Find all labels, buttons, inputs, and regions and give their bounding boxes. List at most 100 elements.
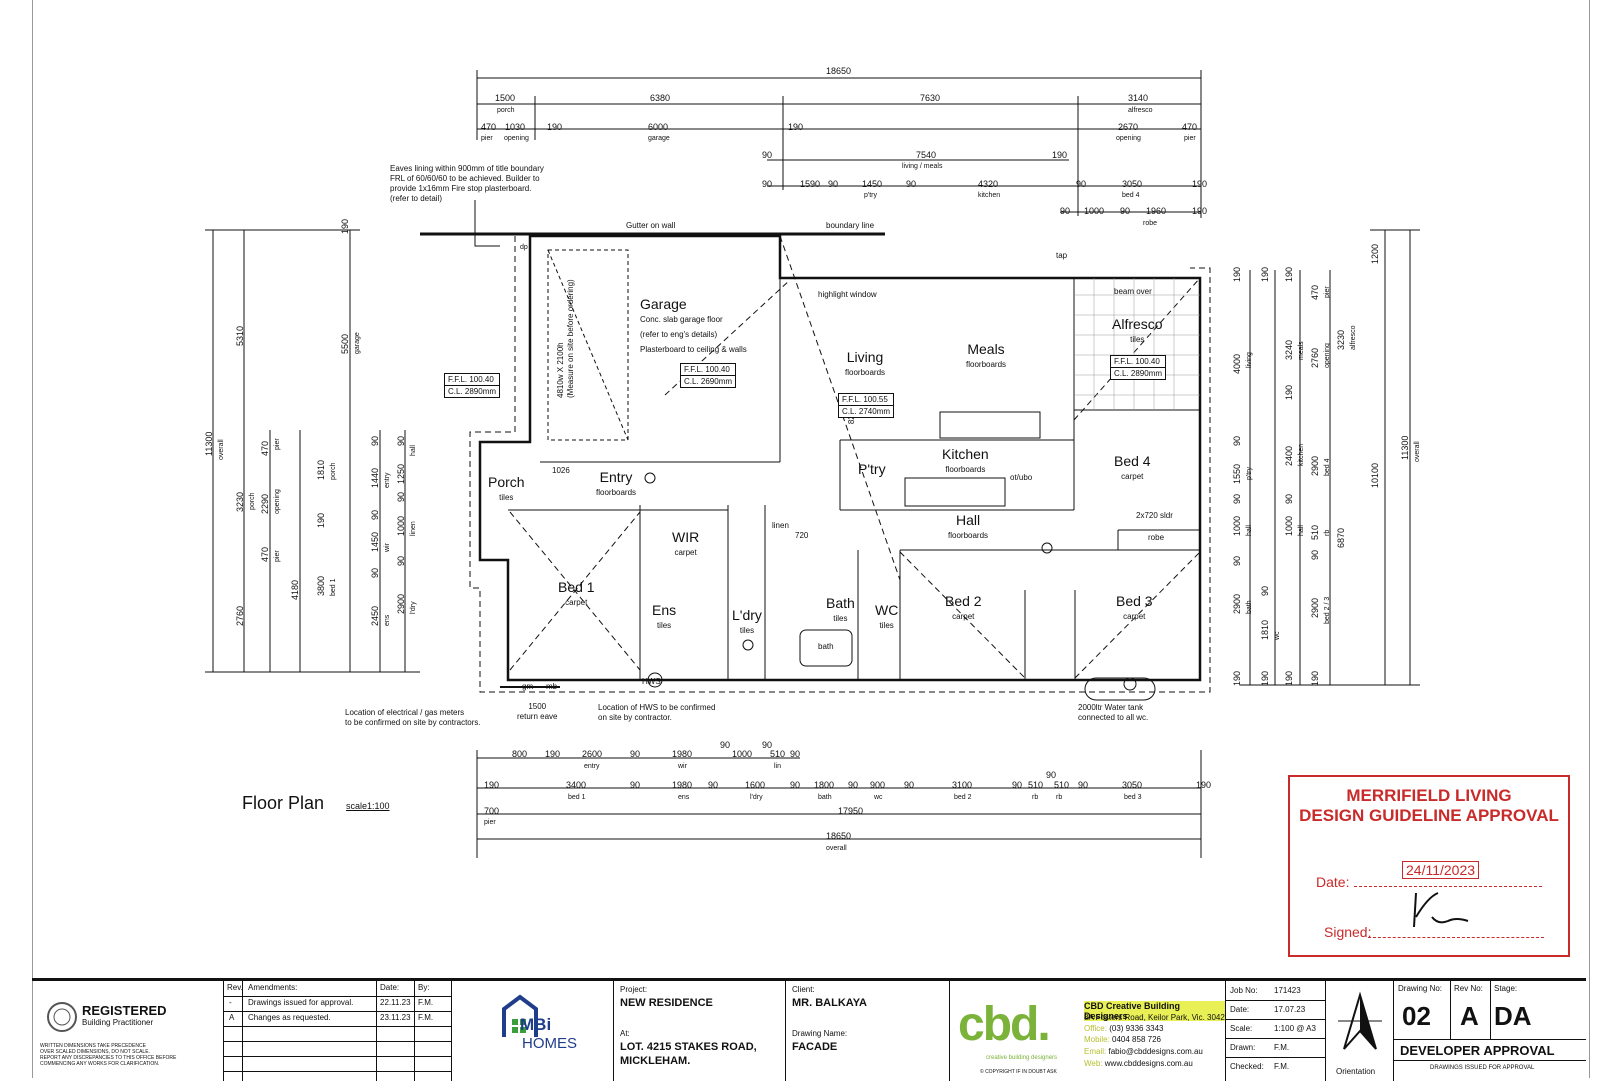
right-dim-sub: bed 2 / 3 <box>1324 596 1331 624</box>
status-label: DEVELOPER APPROVAL <box>1400 1043 1555 1058</box>
drawing-frame <box>32 0 1590 1078</box>
bottom-dim: 1000 <box>732 749 753 759</box>
right-dim-sub: alfresco <box>1350 325 1357 350</box>
left-dim-sub: linen <box>410 521 417 536</box>
client-label: Client: <box>792 985 815 994</box>
amend-row: - Drawings issued for approval. 22.11.23… <box>224 996 452 1012</box>
cbd-tagline: creative building designers <box>986 1055 1058 1061</box>
top-dim: 1500 <box>495 93 516 103</box>
left-dim: 90 <box>370 509 380 520</box>
top-dim: 7540 <box>916 150 937 160</box>
bottom-dim: 90 <box>1078 780 1089 790</box>
left-dim-sub: wir <box>384 543 391 552</box>
eaves-note: Eaves lining within 900mm of title bound… <box>390 164 544 203</box>
bottom-dim: 510 <box>770 749 786 759</box>
right-dim: 90 <box>1284 493 1294 504</box>
right-dim-sub: hall <box>1298 525 1305 536</box>
left-dim-sub: ens <box>384 614 391 626</box>
bottom-dim: 90 <box>720 740 731 750</box>
bottom-dim-sub: entry <box>584 763 600 770</box>
gas-meter-label: gm <box>522 682 534 691</box>
top-dim-sub: alfresco <box>1128 107 1153 114</box>
top-dim: 190 <box>788 122 804 132</box>
bottom-dim: 90 <box>1046 770 1057 780</box>
right-dim: 90 <box>1232 555 1242 566</box>
bottom-dim: 90 <box>762 740 773 750</box>
address-line-2: MICKLEHAM. <box>620 1055 691 1067</box>
amend-date: 22.11.23 <box>380 998 411 1007</box>
left-dim: 2290 <box>260 493 270 514</box>
right-dim: 190 <box>1260 670 1270 686</box>
meter-box-label: mb <box>546 682 558 691</box>
top-dim: 90 <box>906 179 917 189</box>
room-pantry: P'try <box>858 461 886 477</box>
drawing-no-box: Drawing No: 02 <box>1394 981 1451 1040</box>
right-dim: 1000 <box>1232 515 1242 536</box>
right-dim-sub: meals <box>1298 341 1305 360</box>
right-dim: 190 <box>1284 266 1294 282</box>
top-dim: 190 <box>1192 206 1208 216</box>
right-dim: 190 <box>1232 670 1242 686</box>
top-dim: 470 <box>1182 122 1198 132</box>
bottom-dim-sub: bed 3 <box>1124 794 1142 801</box>
top-dim: 3140 <box>1128 93 1149 103</box>
north-arrow-icon <box>1338 991 1382 1050</box>
mbi-house-icon <box>502 994 538 1037</box>
bed4-robe-label: robe <box>1148 533 1165 542</box>
right-dim: 470 <box>1310 284 1320 300</box>
top-dim: 90 <box>762 179 773 189</box>
cbd-copyright: © COPYRIGHT IF IN DOUBT ASK <box>980 1069 1057 1075</box>
top-dim: 1590 <box>800 179 821 189</box>
right-dim: 190 <box>1232 266 1242 282</box>
left-dim: 190 <box>340 218 350 234</box>
bottom-dim: 190 <box>484 780 500 790</box>
left-dim: 1440 <box>370 467 380 488</box>
bottom-dim: 1800 <box>814 780 835 790</box>
right-dim: 3230 <box>1336 329 1346 350</box>
bottom-dim: 510 <box>1054 780 1070 790</box>
gutter-label: Gutter on wall <box>626 221 676 230</box>
amend-header: By: <box>418 983 430 992</box>
stage-box: Stage: DA <box>1490 981 1586 1040</box>
mbi-brand: MBi <box>520 1015 552 1034</box>
cbd-address: 8A Fosters Road, Keilor Park, Vic. 3042 <box>1084 1013 1225 1022</box>
top-dim: 1960 <box>1146 206 1167 216</box>
right-dim: 90 <box>1232 435 1242 446</box>
project-label: Project: <box>620 985 648 994</box>
orientation-label: Orientation <box>1336 1067 1376 1076</box>
left-dim: 3230 <box>235 491 245 512</box>
top-dim: 2670 <box>1118 122 1139 132</box>
garage-door-note: 4810w X 2100h (Measure on site before or… <box>556 279 575 398</box>
right-dim: 2400 <box>1284 445 1294 466</box>
top-dim: 190 <box>1052 150 1068 160</box>
left-dim-overall: 11300 <box>204 431 214 456</box>
downpipe-label: dp <box>520 244 528 251</box>
left-dim: 90 <box>370 567 380 578</box>
top-dim-sub: living / meals <box>902 163 943 170</box>
right-dim-sub: rb <box>1324 529 1331 536</box>
bottom-dim: 1600 <box>745 780 766 790</box>
door-720-label: 720 <box>795 531 809 540</box>
client-cell: Client: MR. BALKAYA Drawing Name: FACADE <box>786 981 950 1081</box>
bottom-dim: 900 <box>870 780 886 790</box>
top-dim-sub: opening <box>1116 135 1141 142</box>
cbd-email[interactable]: Email: fabio@cbddesigns.com.au <box>1084 1047 1203 1056</box>
bed4-sldr-label: 2x720 sldr <box>1136 511 1173 520</box>
left-dim: 1810 <box>316 459 326 480</box>
right-dim-sub: bath <box>1246 600 1253 614</box>
bottom-dim: 3400 <box>566 780 587 790</box>
floor-plan-drawing <box>205 70 1420 858</box>
right-dim: 2900 <box>1310 597 1320 618</box>
cbd-web[interactable]: Web: www.cbddesigns.com.au <box>1084 1059 1193 1068</box>
right-dim-sub: wc <box>1274 631 1281 640</box>
amend-date: 23.11.23 <box>380 1013 411 1022</box>
right-dim: 1810 <box>1260 619 1270 640</box>
top-dim-overall: 18650 <box>826 66 852 76</box>
drawing-name: FACADE <box>792 1041 838 1053</box>
